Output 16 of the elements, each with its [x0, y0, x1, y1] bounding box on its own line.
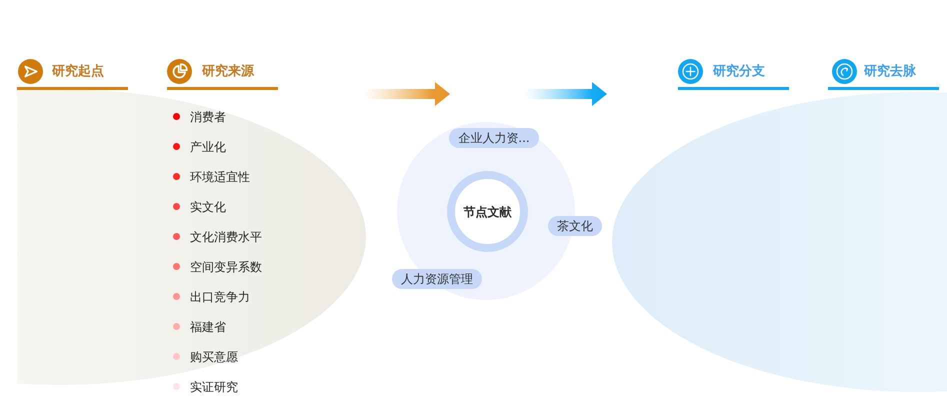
keyword-label: 环境适宜性 [190, 168, 250, 186]
section-heading: 研究去脉 [864, 64, 916, 80]
keyword-tag: 茶文化 [548, 216, 602, 236]
keyword-label: 产业化 [190, 138, 226, 156]
keyword-label: 文化消费水平 [190, 228, 262, 246]
keyword-label: 空间变异系数 [190, 258, 262, 276]
section-heading: 研究起点 [52, 64, 104, 80]
keyword-label: 实证研究 [190, 378, 238, 396]
keyword-label: 消费者 [190, 108, 226, 126]
keyword-label: 购买意愿 [190, 348, 238, 366]
section-heading: 研究来源 [202, 64, 254, 80]
keyword-label: 福建省 [190, 318, 226, 336]
keyword-label: 实文化 [190, 198, 226, 216]
section-heading: 研究分支 [713, 64, 765, 80]
center-node: 节点文献 [447, 171, 528, 252]
keyword-label: 出口竞争力 [190, 288, 250, 306]
